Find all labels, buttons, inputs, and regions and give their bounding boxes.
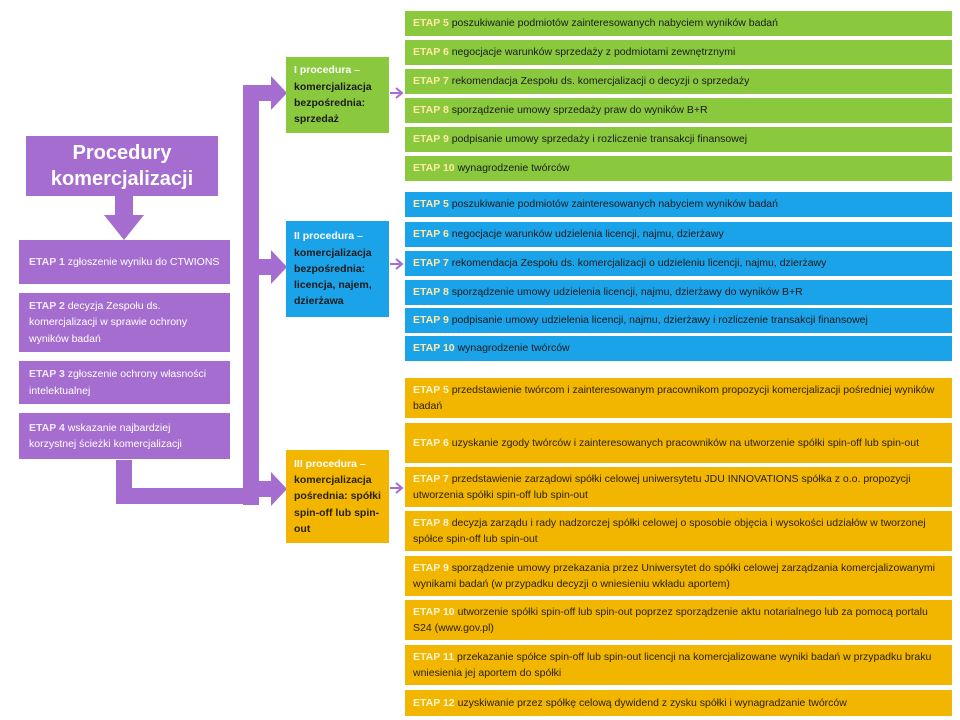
prep-step-label: ETAP 2 — [29, 300, 65, 313]
arrow-to-procedure-3 — [271, 472, 287, 506]
prep-step-4: ETAP 4 wskazanie najbardziej korzystnej … — [19, 413, 230, 459]
procedure-3-step-7: ETAP 7 przedstawienie zarządowi spółki c… — [405, 467, 952, 507]
procedure-3-step-9: ETAP 9 sporządzenie umowy przekazania pr… — [405, 556, 952, 596]
procedure-1-step-5: ETAP 5 poszukiwanie podmiotów zaintereso… — [405, 11, 952, 36]
step-label: ETAP 7 — [413, 75, 449, 88]
step-label: ETAP 9 — [413, 133, 449, 146]
prep-step-text: decyzja Zespołu ds. komercjalizacji w sp… — [29, 300, 188, 345]
step-text: poszukiwanie podmiotów zainteresowanych … — [451, 17, 778, 30]
diagram-title-text: Procedury komercjalizacji — [50, 142, 194, 190]
procedure-3-step-8: ETAP 8 decyzja zarządu i rady nadzorczej… — [405, 511, 952, 551]
step-label: ETAP 12 — [413, 696, 455, 709]
arrow-procedure-1-to-steps — [390, 87, 404, 99]
step-text: negocjacje warunków udzielenia licencji,… — [451, 228, 724, 241]
step-label: ETAP 9 — [413, 314, 449, 327]
step-text: poszukiwanie podmiotów zainteresowanych … — [451, 198, 778, 211]
procedure-2-box: II procedura – komercjalizacja bezpośred… — [286, 221, 389, 317]
step-text: uzyskiwanie przez spółkę celową dywidend… — [457, 696, 847, 709]
procedure-2-step-6: ETAP 6 negocjacje warunków udzielenia li… — [405, 222, 952, 247]
step-text: przedstawienie twórcom i zainteresowanym… — [413, 383, 935, 412]
procedure-1-step-10: ETAP 10 wynagrodzenie twórców — [405, 156, 952, 181]
procedure-2-step-8: ETAP 8 sporządzenie umowy udzielenia lic… — [405, 280, 952, 305]
step-label: ETAP 10 — [413, 342, 455, 355]
arrow-to-procedure-2 — [271, 250, 287, 284]
procedure-name: I procedura – — [294, 64, 360, 77]
prep-step-label: ETAP 4 — [29, 421, 65, 434]
arrow-title-to-etap1 — [104, 195, 144, 240]
step-label: ETAP 6 — [413, 46, 449, 59]
procedure-1-step-7: ETAP 7 rekomendacja Zespołu ds. komercja… — [405, 69, 952, 94]
step-text: wynagrodzenie twórców — [457, 342, 570, 355]
step-text: sporządzenie umowy przekazania przez Uni… — [413, 561, 935, 590]
procedure-3-step-10: ETAP 10 utworzenie spółki spin-off lub s… — [405, 600, 952, 640]
prep-step-text: zgłoszenie wyniku do CTWIONS — [67, 255, 220, 268]
step-label: ETAP 10 — [413, 162, 455, 175]
connector-branch-3 — [243, 481, 273, 497]
procedure-2-step-9: ETAP 9 podpisanie umowy udzielenia licen… — [405, 308, 952, 333]
step-label: ETAP 7 — [413, 257, 449, 270]
prep-step-label: ETAP 1 — [29, 255, 65, 268]
step-text: przedstawienie zarządowi spółki celowej … — [413, 472, 911, 501]
step-label: ETAP 10 — [413, 605, 455, 618]
procedure-1-step-9: ETAP 9 podpisanie umowy sprzedaży i rozl… — [405, 127, 952, 152]
step-label: ETAP 7 — [413, 472, 449, 485]
procedure-1-box: I procedura – komercjalizacja bezpośredn… — [286, 57, 389, 133]
procedure-description: komercjalizacja pośrednia: spółki spin-o… — [294, 474, 381, 535]
prep-step-3: ETAP 3 zgłoszenie ochrony własności inte… — [19, 361, 230, 404]
step-text: sporządzenie umowy udzielenia licencji, … — [451, 286, 803, 299]
step-text: podpisanie umowy udzielenia licencji, na… — [451, 314, 868, 327]
prep-step-text: wskazanie najbardziej korzystnej ścieżki… — [29, 421, 182, 450]
step-text: podpisanie umowy sprzedaży i rozliczenie… — [451, 133, 748, 146]
procedure-1-step-8: ETAP 8 sporządzenie umowy sprzedaży praw… — [405, 98, 952, 123]
procedure-3-step-6: ETAP 6 uzyskanie zgody twórców i zainter… — [405, 423, 952, 463]
procedure-2-step-5: ETAP 5 poszukiwanie podmiotów zaintereso… — [405, 192, 952, 217]
procedure-3-box: III procedura – komercjalizacja pośredni… — [286, 450, 389, 543]
step-text: sporządzenie umowy sprzedaży praw do wyn… — [451, 104, 708, 117]
step-label: ETAP 5 — [413, 383, 449, 396]
step-label: ETAP 6 — [413, 436, 449, 449]
arrow-to-procedure-1 — [271, 76, 287, 110]
procedure-1-step-6: ETAP 6 negocjacje warunków sprzedaży z p… — [405, 40, 952, 65]
step-label: ETAP 11 — [413, 650, 455, 663]
procedure-3-step-5: ETAP 5 przedstawienie twórcom i zaintere… — [405, 378, 952, 418]
prep-step-1: ETAP 1 zgłoszenie wyniku do CTWIONS — [19, 240, 230, 284]
prep-step-text: zgłoszenie ochrony własności intelektual… — [29, 368, 207, 397]
step-label: ETAP 9 — [413, 561, 449, 574]
arrow-procedure-2-to-steps — [390, 258, 404, 270]
connector-etap4-to-spine — [116, 460, 250, 504]
procedure-name: III procedura – — [294, 457, 366, 470]
procedure-description: komercjalizacja bezpośrednia: licencja, … — [294, 246, 372, 308]
step-label: ETAP 5 — [413, 17, 449, 30]
connector-branch-1 — [243, 85, 273, 101]
step-text: wynagrodzenie twórców — [457, 162, 570, 175]
step-label: ETAP 8 — [413, 104, 449, 117]
diagram-title: Procedury komercjalizacji — [26, 136, 218, 196]
procedure-3-step-12: ETAP 12 uzyskiwanie przez spółkę celową … — [405, 690, 952, 716]
connector-spine — [243, 85, 259, 505]
step-label: ETAP 8 — [413, 286, 449, 299]
arrow-procedure-3-to-steps — [390, 482, 404, 494]
step-text: rekomendacja Zespołu ds. komercjalizacji… — [451, 75, 750, 88]
step-label: ETAP 5 — [413, 198, 449, 211]
step-text: rekomendacja Zespołu ds. komercjalizacji… — [451, 257, 827, 270]
procedure-2-step-7: ETAP 7 rekomendacja Zespołu ds. komercja… — [405, 251, 952, 276]
procedure-description: komercjalizacja bezpośrednia: sprzedaż — [294, 80, 372, 126]
prep-step-2: ETAP 2 decyzja Zespołu ds. komercjalizac… — [19, 293, 230, 352]
step-text: utworzenie spółki spin-off lub spin-out … — [413, 605, 928, 634]
step-text: uzyskanie zgody twórców i zainteresowany… — [451, 436, 920, 449]
prep-step-label: ETAP 3 — [29, 368, 65, 381]
step-text: przekazanie spółce spin-off lub spin-out… — [413, 650, 932, 679]
step-label: ETAP 8 — [413, 516, 449, 529]
step-text: decyzja zarządu i rady nadzorczej spółki… — [413, 516, 926, 545]
procedure-3-step-11: ETAP 11 przekazanie spółce spin-off lub … — [405, 645, 952, 685]
procedure-name: II procedura – — [294, 230, 363, 243]
step-text: negocjacje warunków sprzedaży z podmiota… — [451, 46, 736, 59]
step-label: ETAP 6 — [413, 228, 449, 241]
connector-branch-2 — [243, 259, 273, 275]
procedure-2-step-10: ETAP 10 wynagrodzenie twórców — [405, 336, 952, 361]
